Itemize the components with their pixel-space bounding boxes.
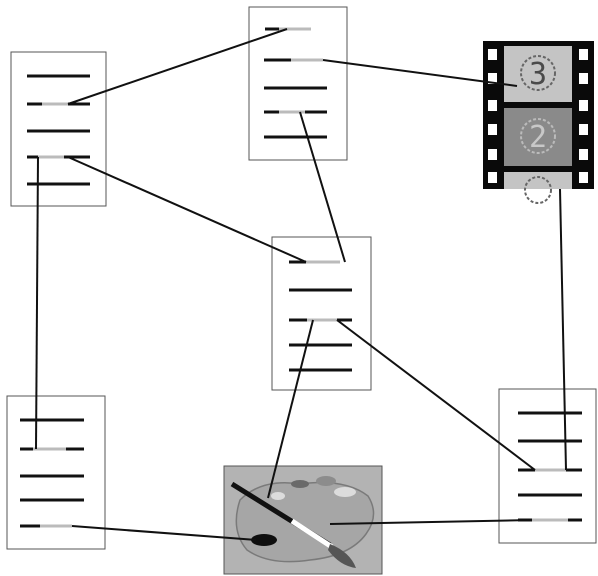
doc-page [272, 237, 371, 390]
film-strip-icon: 3 2 [483, 41, 594, 203]
film-frame-number: 3 [529, 57, 547, 92]
film-frame [504, 172, 572, 189]
doc-node-bottom-left [7, 396, 105, 549]
film-frame-number: 2 [529, 120, 547, 155]
paint-palette-icon [224, 466, 382, 574]
doc-node-top-left [11, 52, 106, 206]
doc-node-center [272, 237, 371, 390]
link-edge [68, 157, 306, 262]
doc-node-top-center [249, 7, 347, 160]
